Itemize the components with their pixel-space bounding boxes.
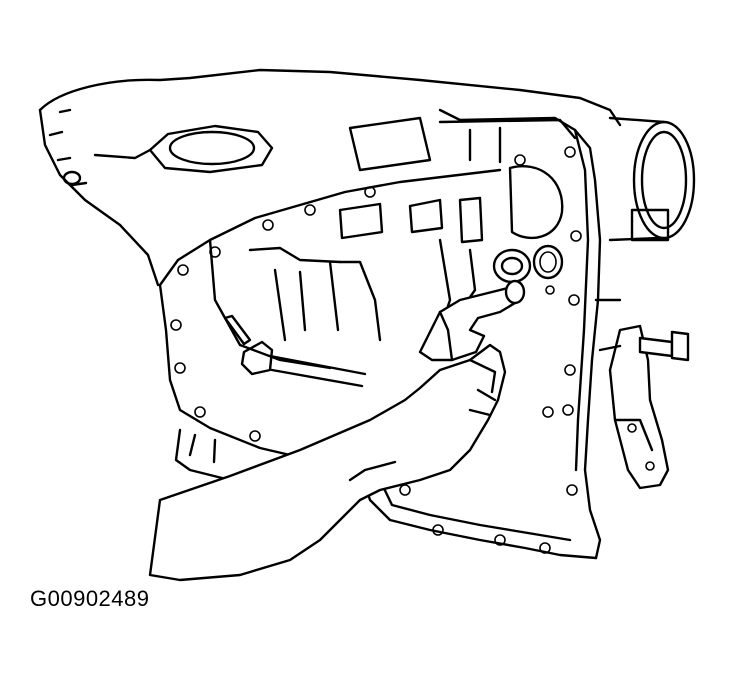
shift-rod-icon [223,314,367,388]
bracket-with-bolt-icon [594,298,690,490]
valve-body-gasket-surface-icon [338,108,602,560]
o-ring-icon [492,248,532,284]
hand-icon [148,343,507,582]
seal-remover-tool-icon [418,279,526,362]
figure-code-caption: G00902489 [30,586,150,611]
transmission-case-outline-icon [38,68,696,482]
